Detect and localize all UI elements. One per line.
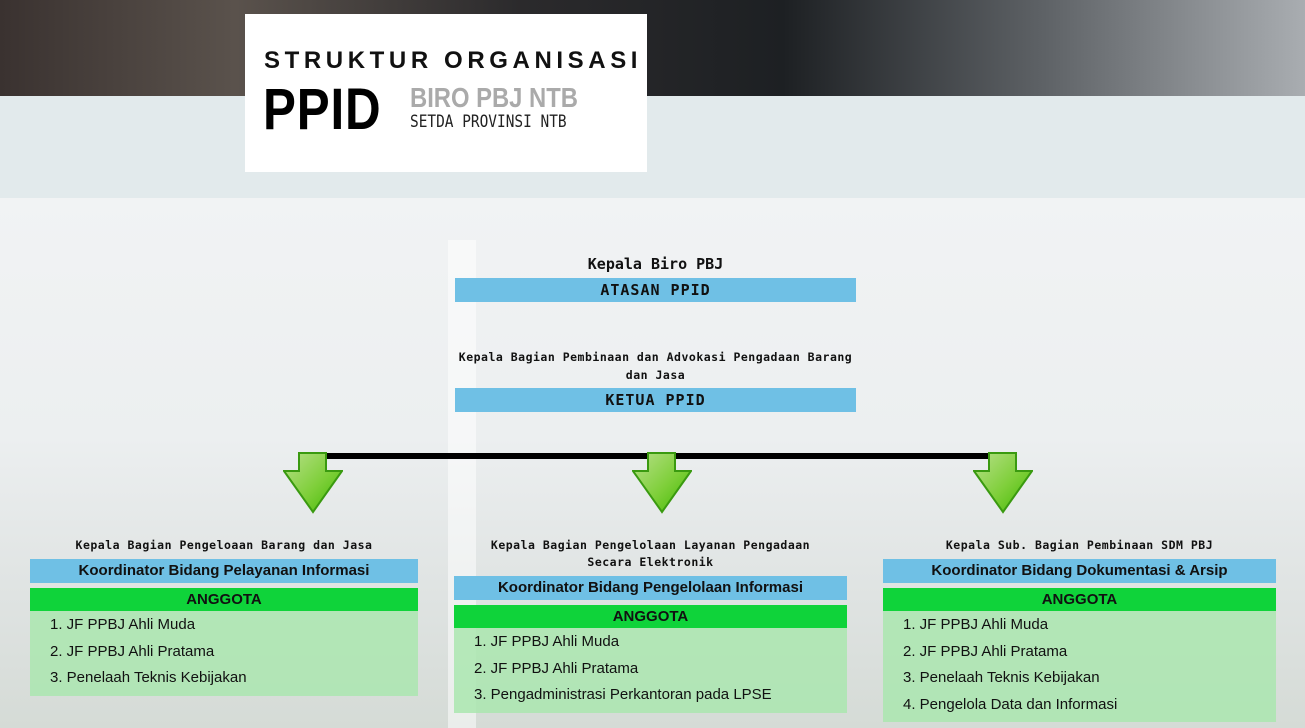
- column-pengelolaan: Kepala Bagian Pengelolaan Layanan Pengad…: [454, 537, 847, 713]
- ketua-title: Kepala Bagian Pembinaan dan Advokasi Pen…: [458, 350, 853, 382]
- coordinator-bar: Koordinator Bidang Pengelolaan Informasi: [454, 576, 847, 600]
- list-item: 3. Penelaah Teknis Kebijakan: [903, 669, 1100, 686]
- list-item: 1. JF PPBJ Ahli Muda: [50, 616, 196, 633]
- members-list: 1. JF PPBJ Ahli Muda 2. JF PPBJ Ahli Pra…: [30, 611, 418, 696]
- arrow-down-icon: [973, 452, 1033, 514]
- list-item: 3. Pengadministrasi Perkantoran pada LPS…: [474, 686, 772, 703]
- members-list: 1. JF PPBJ Ahli Muda 2. JF PPBJ Ahli Pra…: [454, 628, 847, 713]
- column-title: Kepala Bagian Pengeloaan Barang dan Jasa: [75, 538, 373, 552]
- ketua-role: KETUA PPID: [455, 388, 856, 412]
- list-item: 2. JF PPBJ Ahli Pratama: [474, 659, 639, 677]
- list-item: 2. JF PPBJ Ahli Pratama: [50, 642, 215, 660]
- list-item: 1. JF PPBJ Ahli Muda: [474, 633, 620, 650]
- logo-sub: SETDA PROVINSI NTB: [410, 112, 567, 132]
- arrow-down-icon: [632, 452, 692, 514]
- column-pelayanan: Kepala Bagian Pengeloaan Barang dan Jasa…: [30, 537, 418, 696]
- column-title: Kepala Sub. Bagian Pembinaan SDM PBJ: [945, 538, 1214, 552]
- members-header: ANGGOTA: [30, 588, 418, 611]
- logo-org: BIRO PBJ NTB: [410, 82, 578, 113]
- arrow-down-icon: [283, 452, 343, 514]
- coordinator-bar: Koordinator Bidang Dokumentasi & Arsip: [883, 559, 1276, 583]
- coordinator-bar: Koordinator Bidang Pelayanan Informasi: [30, 559, 418, 583]
- atasan-role: ATASAN PPID: [455, 278, 856, 302]
- hero-photo: [0, 0, 1305, 96]
- list-item: 1. JF PPBJ Ahli Muda: [903, 616, 1049, 633]
- atasan-title: Kepala Biro PBJ: [587, 255, 724, 273]
- list-item: 2. JF PPBJ Ahli Pratama: [903, 642, 1068, 660]
- logo-ppid: PPID: [263, 77, 382, 142]
- list-item: 3. Penelaah Teknis Kebijakan: [50, 669, 247, 686]
- members-list: 1. JF PPBJ Ahli Muda 2. JF PPBJ Ahli Pra…: [883, 611, 1276, 722]
- header-band: [0, 96, 1305, 198]
- logo: STRUKTUR ORGANISASI PPID BIRO PBJ NTB SE…: [245, 14, 647, 172]
- list-item: 4. Pengelola Data dan Informasi: [903, 695, 1118, 713]
- column-title: Kepala Bagian Pengelolaan Layanan Pengad…: [490, 538, 811, 569]
- logo-title: STRUKTUR ORGANISASI: [264, 47, 643, 74]
- members-header: ANGGOTA: [454, 605, 847, 628]
- members-header: ANGGOTA: [883, 588, 1276, 611]
- column-dokumentasi: Kepala Sub. Bagian Pembinaan SDM PBJ Koo…: [883, 537, 1276, 722]
